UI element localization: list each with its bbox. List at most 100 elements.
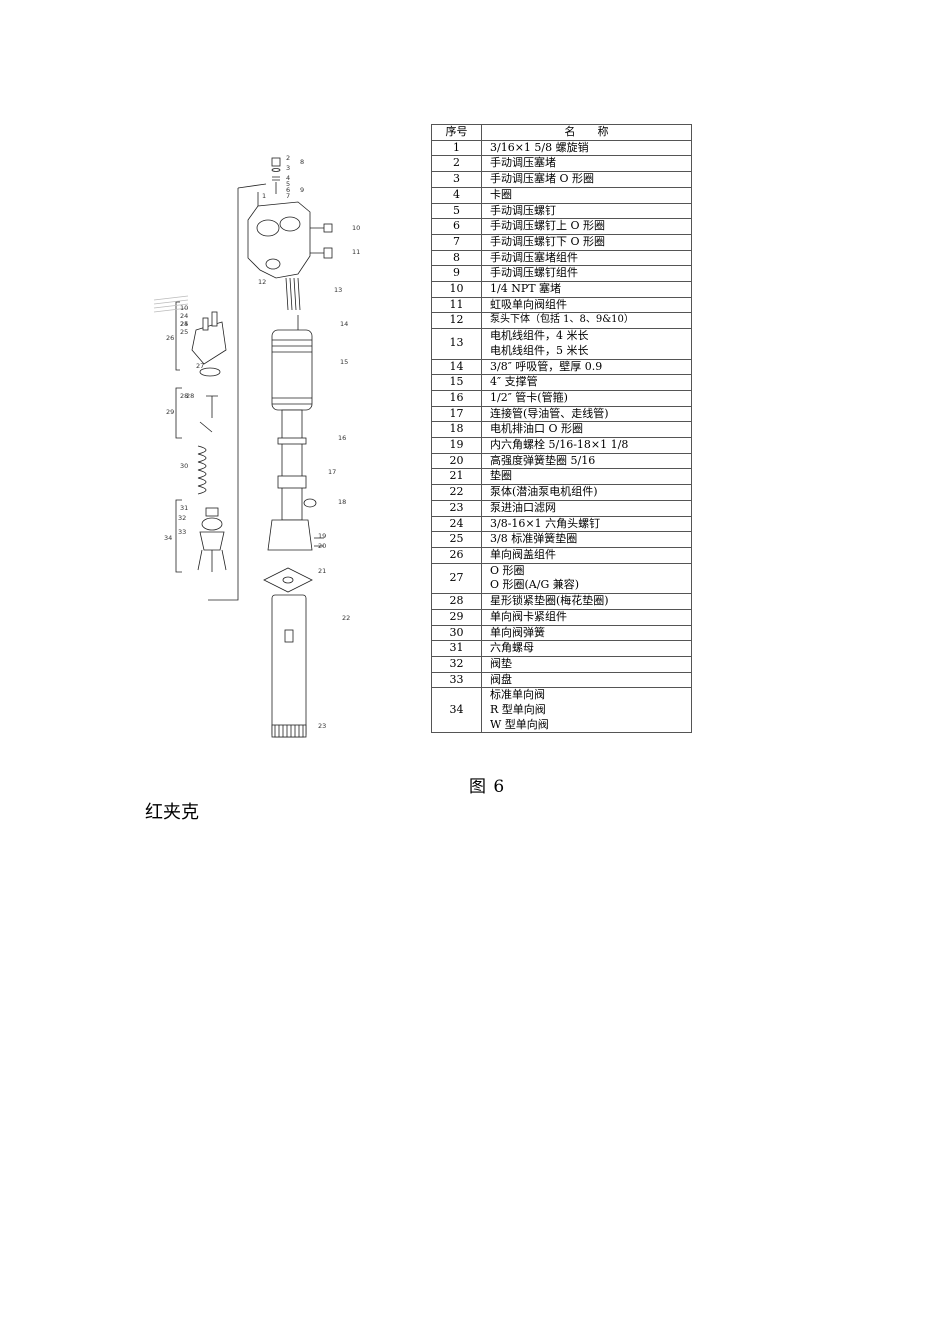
row-name-line: 虹吸单向阀组件	[490, 297, 567, 311]
bracket-29	[175, 387, 182, 439]
row-name: 3/8″ 呼吸管，壁厚 0.9	[481, 358, 692, 376]
row-name-line: 连接管(导油管、走线管)	[490, 406, 609, 420]
row-number: 9	[431, 265, 482, 283]
callout-label: 21	[318, 567, 326, 575]
row-number: 31	[431, 640, 482, 657]
pump-exploded-diagram: 1234567891011121314151617181920212223242…	[153, 154, 360, 738]
row-name: 手动调压螺钉下 O 形圈	[481, 233, 692, 251]
callout-label: 6	[286, 186, 290, 194]
callout-label: 34	[164, 534, 172, 542]
row-name: 六角螺母	[481, 640, 692, 657]
callout-label: 7	[286, 192, 290, 200]
row-name: 内六角螺栓 5/16-18×1 1/8	[481, 437, 692, 454]
row-name-line: 垫圈	[490, 469, 512, 483]
part-11-siphon-valve	[323, 247, 333, 259]
row-name: 手动调压塞堵 O 形圈	[481, 171, 692, 188]
row-name-line: 电机线组件，5 米长	[490, 343, 589, 357]
assembly-bracket-line	[208, 188, 239, 601]
row-name: 3/8 标准弹簧垫圈	[481, 531, 692, 548]
row-number: 29	[431, 608, 482, 626]
row-name-line: 1/4 NPT 塞堵	[490, 282, 562, 296]
callout-label: 19	[318, 532, 326, 540]
part-21-gasket	[263, 567, 313, 593]
row-name-line: 卡圈	[490, 187, 512, 201]
row-name: 电机排油口 O 形圈	[481, 421, 692, 439]
part-30-valve-spring	[197, 445, 207, 495]
row-name-line: 泵头下体（包括 1、8、9&10）	[490, 314, 634, 326]
part-18-oring	[303, 498, 317, 508]
row-number: 8	[431, 249, 482, 267]
header-no: 序号	[431, 124, 482, 141]
row-name-line: 4″ 支撑管	[490, 375, 538, 389]
callout-label: 5	[286, 180, 290, 188]
callout-label: 28	[186, 392, 194, 400]
part-17-coupling	[277, 475, 307, 489]
row-name-line: R 型单向阀	[490, 703, 546, 717]
row-name: 虹吸单向阀组件	[481, 296, 692, 314]
row-number: 2	[431, 155, 482, 173]
row-name: 卡圈	[481, 186, 692, 204]
row-name: 电机线组件，4 米长电机线组件，5 米长	[481, 328, 692, 360]
row-name: 单向阀卡紧组件	[481, 608, 692, 626]
row-number: 3	[431, 171, 482, 188]
callout-label: 8	[300, 158, 304, 166]
row-number: 4	[431, 186, 482, 204]
callout-label: 14	[340, 320, 348, 328]
row-name: 3/8-16×1 六角头螺钉	[481, 515, 692, 533]
part-23-inlet-screen	[271, 724, 307, 738]
row-name-line: 阀垫	[490, 656, 512, 670]
row-number: 11	[431, 296, 482, 314]
part-27-oring	[199, 367, 221, 377]
row-name-line: 星形锁紧垫圈(梅花垫圈)	[490, 594, 609, 608]
row-name: 4″ 支撑管	[481, 374, 692, 391]
callout-label: 17	[328, 468, 336, 476]
row-name-line: 高强度弹簧垫圈 5/16	[490, 453, 596, 467]
row-name: 1/4 NPT 塞堵	[481, 281, 692, 298]
row-number: 13	[431, 328, 482, 360]
part-3-oring	[271, 168, 281, 172]
row-name: 阀盘	[481, 671, 692, 689]
row-name: 单向阀弹簧	[481, 624, 692, 642]
callout-label: 22	[342, 614, 350, 622]
callout-label: 20	[318, 542, 326, 550]
row-name: 3/16×1 5/8 螺旋销	[481, 139, 692, 157]
row-name: 阀垫	[481, 655, 692, 673]
callout-label: 26	[166, 334, 174, 342]
callout-label: 28	[180, 392, 188, 400]
callout-label: 30	[180, 462, 188, 470]
callout-label: 25	[180, 328, 188, 336]
row-number: 24	[431, 515, 482, 533]
part-22-pump-body	[271, 594, 307, 738]
row-number: 33	[431, 671, 482, 689]
callout-label: 11	[352, 248, 360, 256]
row-name: 星形锁紧垫圈(梅花垫圈)	[481, 593, 692, 610]
row-name: 泵头下体（包括 1、8、9&10）	[481, 312, 692, 330]
row-number: 27	[431, 562, 482, 595]
row-name: 手动调压螺钉上 O 形圈	[481, 218, 692, 235]
callout-label: 23	[318, 722, 326, 730]
table-row: 11 虹吸单向阀组件	[431, 296, 692, 314]
callout-label: 10	[180, 304, 188, 312]
part-22-pump-top	[267, 519, 313, 551]
row-number: 30	[431, 624, 482, 642]
row-name-line: 六角螺母	[490, 641, 534, 655]
row-name-line: 单向阀弹簧	[490, 625, 545, 639]
row-number: 21	[431, 468, 482, 486]
row-number: 26	[431, 546, 482, 564]
part-31-hex-nut	[205, 507, 219, 517]
row-number: 20	[431, 452, 482, 470]
